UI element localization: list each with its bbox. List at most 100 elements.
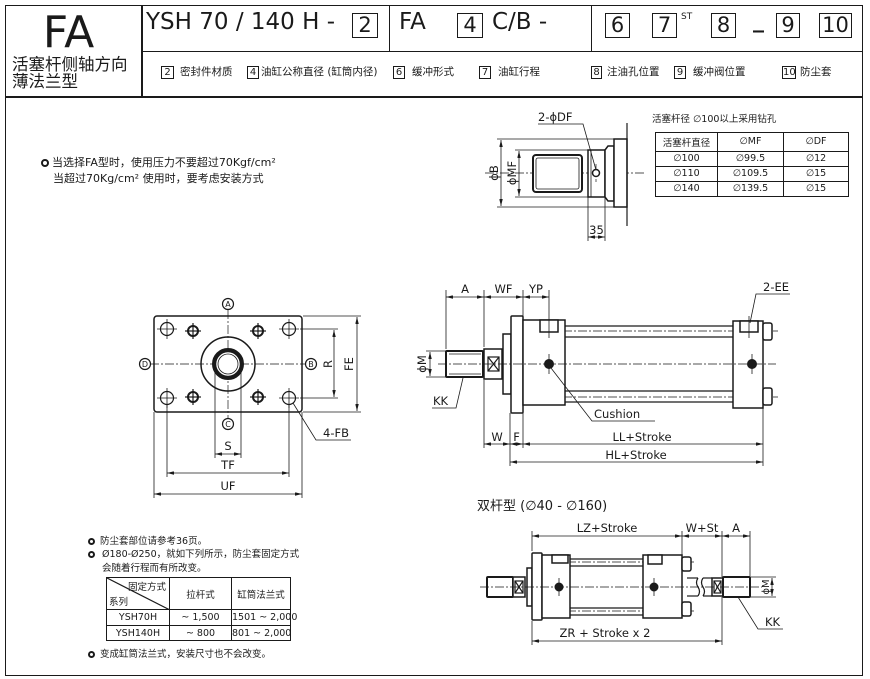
port-marker-d: [138, 357, 152, 371]
thin-flange-plate: [510, 315, 524, 414]
wrench-flat-cross: [487, 356, 500, 372]
rod-circle: [217, 353, 239, 375]
code-cell-divider-2: [591, 5, 593, 52]
drill-table-caption: 活塞杆径 ∅100以上采用钻孔: [652, 114, 777, 125]
bullet-icon: [88, 538, 95, 545]
port-marker-a: [221, 297, 235, 311]
table-cell: ∅15: [783, 180, 849, 198]
legend-label-cushion: 缓冲形式: [412, 66, 454, 78]
spigot-step: [604, 145, 615, 202]
df-hole-label: 2-ϕDF: [538, 110, 573, 124]
table-row: ∅140 ∅139.5 ∅15: [655, 180, 849, 198]
tube-flange-note: 变成缸筒法兰式，安装尺寸也不会改变。: [100, 649, 272, 660]
code-separator: _: [753, 8, 764, 33]
legend-num-bore: 4: [247, 66, 259, 79]
tie-rod-hole: [185, 389, 201, 405]
dim-label-lz: LZ+Stroke: [577, 521, 638, 535]
thin-flange-plate: [531, 552, 543, 621]
corner-header-top: 固定方式: [127, 582, 166, 593]
dim-label-yp: YP: [528, 282, 543, 296]
dim-label-a: A: [461, 282, 469, 296]
table-row: YSH70H ~ 1,500 1501 ~ 2,000: [106, 609, 297, 626]
legend-label-oil-port: 注油孔位置: [607, 66, 660, 78]
mount-name-line1: 活塞杆侧轴方向: [12, 55, 128, 74]
dim-label-f: F: [513, 430, 520, 444]
double-rod-title: 双杆型 (∅40 - ∅160): [477, 499, 607, 514]
rod-end-outline: [532, 154, 583, 193]
tie-rod-hole: [185, 323, 201, 339]
dim-label-m: ϕM: [761, 579, 772, 594]
boot-fixing-table: 固定方式 系列 拉杆式 缸筒法兰式 YSH70H ~ 1,500 1501 ~ …: [106, 577, 297, 641]
cylinder-side-view: ϕM KK 2-EE Cushion A WF YP: [415, 280, 790, 466]
stroke-superscript: ST: [681, 12, 693, 22]
dim-label-w: W: [491, 430, 502, 444]
ee-leader-line: [749, 293, 790, 324]
pressure-note-line1: 当选择FA型时，使用压力不要超过70Kgf/cm²: [52, 155, 276, 169]
port-marker-c: [221, 417, 235, 431]
df-leader-line: [538, 123, 597, 171]
legend-label-bore: 油缸公称直径 (缸筒内径): [261, 66, 378, 78]
kk-leader-line: [737, 596, 783, 630]
cushion-label: Cushion: [594, 407, 640, 421]
code-cell-divider-1: [389, 5, 391, 52]
table-cell: ~ 800: [169, 625, 232, 641]
dim-label-r: R: [321, 360, 335, 368]
bullet-icon: [88, 651, 95, 658]
legend-label-stroke: 油缸行程: [498, 66, 540, 78]
dim-label-wst: W+St: [686, 521, 719, 535]
header-bottom-rule: [5, 96, 863, 98]
option-box-bore: 4: [457, 13, 483, 38]
option-box-cushion: 6: [605, 13, 630, 38]
dim-label-m: ϕM: [415, 355, 429, 373]
kk-label: KK: [433, 394, 449, 408]
option-box-cushion-valve: 9: [776, 13, 800, 38]
boot-note: 防尘套部位请参考36页。: [100, 536, 208, 547]
large-bore-note-line2: 会随着行程而有所改变。: [102, 563, 207, 574]
drill-table: 活塞杆直径 ∅MF ∅DF ∅100 ∅99.5 ∅12 ∅110 ∅109.5…: [655, 132, 849, 198]
corner-diagonal: [107, 578, 170, 610]
flange-section: [613, 138, 628, 208]
dim-label-35: 35: [589, 223, 604, 237]
rod-end-inner: [535, 157, 580, 190]
table-cell: 801 ~ 2,000: [231, 625, 292, 641]
table-row: ∅100 ∅99.5 ∅12: [655, 150, 849, 167]
mounting-hole: [279, 319, 299, 339]
legend-num-stroke: 7: [479, 66, 491, 79]
kk-label: KK: [765, 615, 781, 629]
cushion-leader-line: [550, 367, 655, 422]
mount-code: FA: [42, 7, 95, 58]
option-box-boot: 10: [819, 13, 852, 38]
port-label-d: D: [142, 360, 148, 369]
fb-holes-label: 4-FB: [323, 426, 349, 440]
dim-label-mf: ϕMF: [505, 161, 519, 185]
ee-ports-label: 2-EE: [763, 280, 789, 294]
dim-label-a: A: [732, 521, 740, 535]
header-row-divider: [142, 51, 863, 53]
port-label-c: C: [225, 420, 231, 429]
dim-label-fe: FE: [342, 357, 356, 371]
tie-rod-nut: [681, 601, 692, 617]
model-prefix: YSH 70 / 140 H -: [146, 9, 336, 35]
legend-label-cushion-valve: 缓冲阀位置: [693, 66, 746, 78]
flange-front-view: A B C D R FE S TF: [138, 297, 361, 498]
dim-label-tf: TF: [220, 458, 235, 472]
large-bore-note-line1: Ø180-Ø250，就如下列所示，防尘套固定方式: [102, 549, 300, 560]
double-rod-view: 双杆型 (∅40 - ∅160): [477, 499, 783, 645]
rear-cover: [642, 554, 683, 619]
cushion-type-code: C/B -: [492, 9, 548, 35]
legend-num-cushion-valve: 9: [674, 66, 686, 79]
head-cover: [522, 319, 566, 406]
head-boss-circle: [200, 336, 256, 392]
tie-rod-hole: [250, 323, 266, 339]
legend-label-boot: 防尘套: [800, 66, 832, 78]
bullet-icon: [41, 159, 49, 167]
corner-header-bottom: 系列: [109, 597, 129, 608]
pilot-detail-view: ϕB ϕMF 2-ϕDF 35: [485, 110, 645, 241]
table-row: YSH140H ~ 800 801 ~ 2,000: [106, 625, 292, 641]
dim-label-wf: WF: [495, 282, 513, 296]
tie-rod-nut: [762, 387, 773, 406]
tie-rod-nut: [762, 322, 773, 341]
kk-leader-line: [432, 377, 464, 409]
